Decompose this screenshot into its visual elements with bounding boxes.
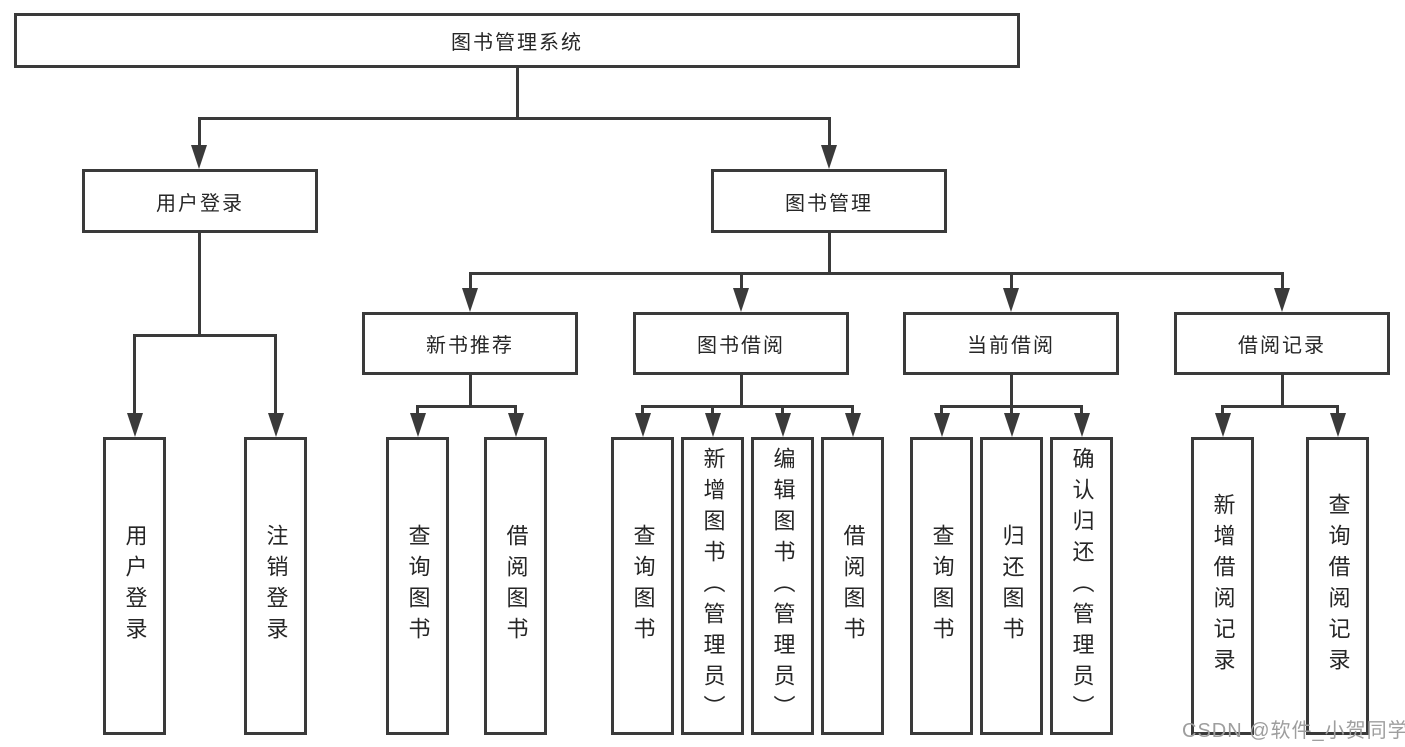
connector-line [197,119,201,147]
arrow-down-icon [733,288,749,312]
connector-line [739,274,743,290]
arrow-down-icon [462,288,478,312]
connector-line [940,407,943,415]
node-new-book-recommend-label: 新书推荐 [426,335,514,357]
node-borrow-records: 借阅记录 [1174,312,1390,375]
connector-line [641,407,644,415]
leaf-confirm-return-admin-label: 确认归还（管理员） [1069,446,1095,726]
leaf-user-login: 用户登录 [103,437,166,735]
leaf-edit-book-admin: 编辑图书（管理员） [751,437,814,735]
leaf-add-book-admin: 新增图书（管理员） [681,437,744,735]
connector-line [1221,405,1339,408]
node-user-login: 用户登录 [82,169,318,233]
arrow-down-icon [267,413,284,437]
connector-line [1010,407,1013,415]
leaf-query-borrow-record: 查询借阅记录 [1306,437,1369,735]
arrow-down-icon [507,413,524,437]
connector-line [1336,407,1339,415]
connector-line [940,405,1083,408]
leaf-edit-book-admin-label: 编辑图书（管理员） [770,446,796,726]
leaf-return-books: 归还图书 [980,437,1043,735]
connector-line [1221,407,1224,415]
connector-line [274,336,277,414]
arrow-down-icon [933,413,950,437]
connector-line [133,336,136,414]
leaf-add-borrow-record-label: 新增借阅记录 [1210,493,1236,679]
node-borrow-records-label: 借阅记录 [1238,335,1326,357]
arrow-down-icon [704,413,721,437]
connector-line [515,68,519,120]
leaf-query-books-current: 查询图书 [910,437,973,735]
arrow-down-icon [1003,413,1020,437]
arrow-down-icon [126,413,143,437]
node-book-borrow: 图书借阅 [633,312,849,375]
leaf-borrow-books-recommend-label: 借阅图书 [503,524,529,648]
leaf-logout-login: 注销登录 [244,437,307,735]
arrow-down-icon [191,145,207,169]
connector-line [827,233,831,275]
leaf-query-books-borrow: 查询图书 [611,437,674,735]
node-book-management-label: 图书管理 [785,192,873,215]
leaf-return-books-label: 归还图书 [999,524,1025,648]
leaf-query-books-current-label: 查询图书 [929,524,955,648]
leaf-confirm-return-admin: 确认归还（管理员） [1050,437,1113,735]
connector-line [514,407,517,415]
arrow-down-icon [1329,413,1346,437]
connector-line [851,407,854,415]
arrow-down-icon [774,413,791,437]
connector-line [1080,407,1083,415]
connector-line [468,274,472,290]
connector-line [468,272,1284,275]
connector-line [416,407,419,415]
arrow-down-icon [1003,288,1019,312]
connector-line [468,375,472,408]
arrow-down-icon [1274,288,1290,312]
node-current-borrow: 当前借阅 [903,312,1119,375]
connector-line [1009,375,1013,408]
connector-line [416,405,517,408]
watermark: CSDN @软件_小贺同学 [1182,720,1405,742]
leaf-query-books-recommend: 查询图书 [386,437,449,735]
connector-line [133,334,277,337]
node-current-borrow-label: 当前借阅 [967,335,1055,357]
arrow-down-icon [844,413,861,437]
leaf-query-books-recommend-label: 查询图书 [405,524,431,648]
connector-line [1280,375,1284,408]
connector-line [781,407,784,415]
arrow-down-icon [634,413,651,437]
node-user-login-label: 用户登录 [156,192,244,215]
connector-line [641,405,854,408]
connector-line [1280,274,1284,290]
node-book-management: 图书管理 [711,169,947,233]
arrow-down-icon [1073,413,1090,437]
arrow-down-icon [409,413,426,437]
leaf-borrow-books: 借阅图书 [821,437,884,735]
arrow-down-icon [1214,413,1231,437]
connector-line [197,233,201,337]
connector-line [197,117,831,120]
leaf-add-book-admin-label: 新增图书（管理员） [700,446,726,726]
leaf-logout-login-label: 注销登录 [263,524,289,648]
connector-line [827,119,831,147]
leaf-user-login-label: 用户登录 [122,524,148,648]
node-root: 图书管理系统 [14,13,1020,68]
leaf-query-borrow-record-label: 查询借阅记录 [1325,493,1351,679]
connector-line [739,375,743,408]
connector-line [711,407,714,415]
leaf-query-books-borrow-label: 查询图书 [630,524,656,648]
leaf-add-borrow-record: 新增借阅记录 [1191,437,1254,735]
leaf-borrow-books-label: 借阅图书 [840,524,866,648]
node-root-label: 图书管理系统 [451,32,583,54]
arrow-down-icon [821,145,837,169]
node-book-borrow-label: 图书借阅 [697,335,785,357]
leaf-borrow-books-recommend: 借阅图书 [484,437,547,735]
node-new-book-recommend: 新书推荐 [362,312,578,375]
connector-line [1009,274,1013,290]
